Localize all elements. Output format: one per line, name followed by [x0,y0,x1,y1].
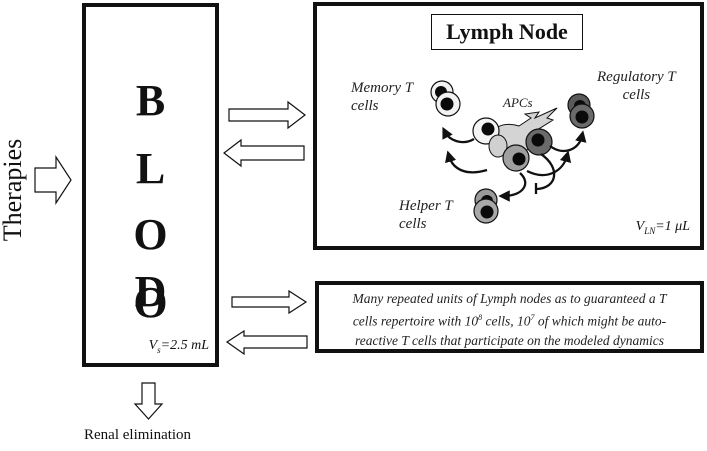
immune-interaction-diagram [430,80,595,224]
arrow-from-repertoire-icon [225,329,308,356]
renal-elimination-arrow-icon [133,382,164,420]
lymph-node-volume-label: VLN=1 μL [635,219,690,236]
blood-volume-label: Vs=2.5 mL [148,338,209,355]
blood-letter-o2: O [133,278,168,327]
arrow-to-lymph-node-icon [228,100,306,130]
therapies-label: Therapies [0,138,27,242]
repertoire-description-text: Many repeated units of Lymph nodes as to… [352,291,667,348]
apc-cluster-icon [472,107,558,172]
blood-letter-d: D [134,267,167,316]
regulatory-t-cell-icon [567,93,595,129]
blood-letter-l: L [135,144,166,193]
renal-elimination-label: Renal elimination [84,427,192,443]
arrow-to-repertoire-icon [231,289,308,315]
interaction-arrows-icon [442,126,587,202]
therapies-arrow-icon [34,154,72,206]
blood-compartment: B L O O Vs=2.5 mL [82,3,219,367]
repertoire-description-box: Many repeated units of Lymph nodes as to… [315,281,704,353]
blood-letter-o1: O [133,210,168,259]
arrow-from-lymph-node-icon [223,138,305,168]
blood-letter-b: B [135,76,166,125]
lymph-node-title: Lymph Node [431,14,583,50]
memory-t-cell-icon [430,80,461,117]
apcs-label: APCs [503,95,533,110]
helper-t-cell-icon [473,188,499,224]
